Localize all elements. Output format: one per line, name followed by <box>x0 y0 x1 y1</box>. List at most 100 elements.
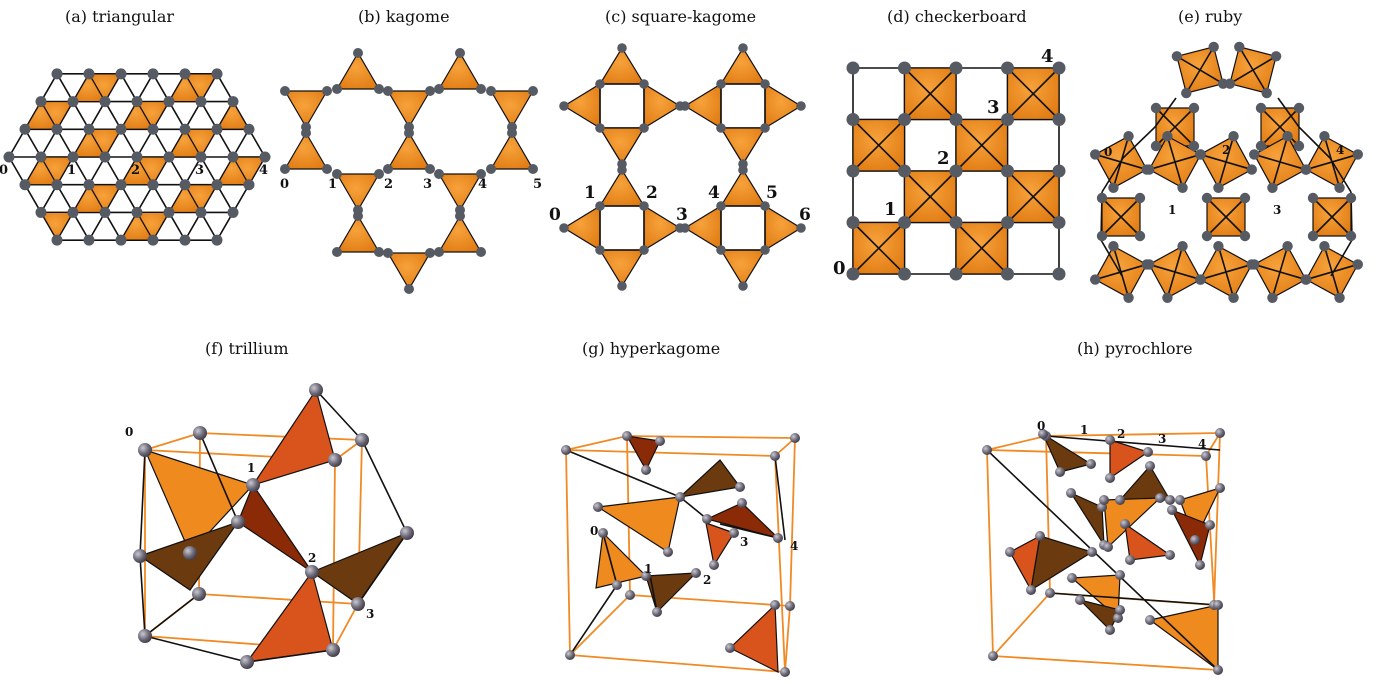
site-label: 3 <box>987 97 1000 118</box>
site-label: 4 <box>1198 437 1206 451</box>
site <box>1293 140 1305 152</box>
site <box>1167 505 1177 515</box>
site <box>1177 241 1188 252</box>
site <box>528 86 538 96</box>
site <box>1307 230 1319 242</box>
tetrahedron-face <box>596 496 681 553</box>
site <box>355 433 369 447</box>
site <box>332 169 342 179</box>
bond <box>1100 239 1123 277</box>
site <box>163 96 175 108</box>
simplices <box>138 388 409 663</box>
site <box>1143 447 1153 457</box>
cube-edge <box>565 449 776 457</box>
site <box>1246 164 1257 175</box>
site <box>1144 259 1155 270</box>
site <box>301 128 311 138</box>
site <box>595 79 605 89</box>
site <box>1261 87 1272 99</box>
site-label: 0 <box>833 258 846 279</box>
panel-title-a: (a) triangular <box>65 7 174 26</box>
site <box>1145 461 1155 471</box>
site <box>1052 61 1066 75</box>
site <box>1123 131 1134 142</box>
site <box>425 164 435 174</box>
site <box>83 234 95 246</box>
site <box>1052 113 1066 126</box>
site <box>561 445 571 455</box>
site <box>195 96 207 108</box>
site <box>1228 131 1239 142</box>
site <box>1035 531 1045 541</box>
simplices <box>1094 46 1359 299</box>
site <box>1249 149 1260 160</box>
bond <box>1229 55 1277 85</box>
site-label: 1 <box>247 461 255 475</box>
site-label: 2 <box>937 148 950 169</box>
bond <box>246 649 334 663</box>
cube-edge <box>774 455 786 673</box>
site-label: 2 <box>131 163 140 178</box>
site <box>83 123 95 135</box>
site <box>1213 241 1224 252</box>
site <box>1145 615 1155 625</box>
site <box>1267 182 1278 193</box>
site <box>1001 61 1014 75</box>
site <box>1162 292 1173 303</box>
site <box>1171 51 1183 62</box>
cube-edge <box>569 594 631 656</box>
triangle-simplex <box>598 46 646 85</box>
site <box>949 61 963 75</box>
site-label: 0 <box>125 425 133 439</box>
site-label: 3 <box>366 607 374 621</box>
bond <box>955 221 1009 275</box>
site <box>982 445 992 455</box>
cube-edge <box>992 655 1219 671</box>
site <box>67 96 79 108</box>
triangle-simplex <box>386 252 432 291</box>
site <box>1201 230 1213 242</box>
site <box>1090 149 1101 160</box>
triangle-simplex <box>215 155 251 186</box>
site <box>1052 216 1066 229</box>
site <box>280 164 290 174</box>
cube-edge <box>1213 432 1221 606</box>
site-label: 3 <box>676 205 688 225</box>
site <box>898 216 911 229</box>
site-label: 3 <box>740 535 748 549</box>
tetrahedron-face <box>705 522 735 567</box>
site-label: 1 <box>884 199 897 220</box>
triangle-simplex <box>683 82 722 130</box>
bond <box>719 523 779 539</box>
bond <box>1271 245 1289 299</box>
site <box>617 43 627 53</box>
site <box>1267 292 1278 303</box>
site <box>455 48 465 58</box>
site <box>796 223 806 233</box>
site <box>227 96 239 108</box>
triangle-simplex <box>167 72 203 103</box>
site <box>709 560 719 570</box>
site <box>147 234 159 246</box>
tetrahedron-face <box>1069 491 1105 548</box>
site <box>246 478 260 492</box>
sites <box>3 68 271 246</box>
triangle-simplex <box>562 204 601 252</box>
site <box>770 451 780 461</box>
site <box>211 179 223 191</box>
site <box>131 96 143 108</box>
site <box>193 426 207 440</box>
site <box>3 151 15 163</box>
site <box>383 248 393 258</box>
site <box>898 164 911 178</box>
site <box>716 245 726 255</box>
site <box>332 84 342 94</box>
site <box>716 123 726 133</box>
bond <box>1154 97 1177 128</box>
site <box>652 607 662 617</box>
site <box>1090 274 1101 285</box>
bond <box>774 455 786 541</box>
bond <box>1206 197 1246 237</box>
site <box>138 629 152 643</box>
